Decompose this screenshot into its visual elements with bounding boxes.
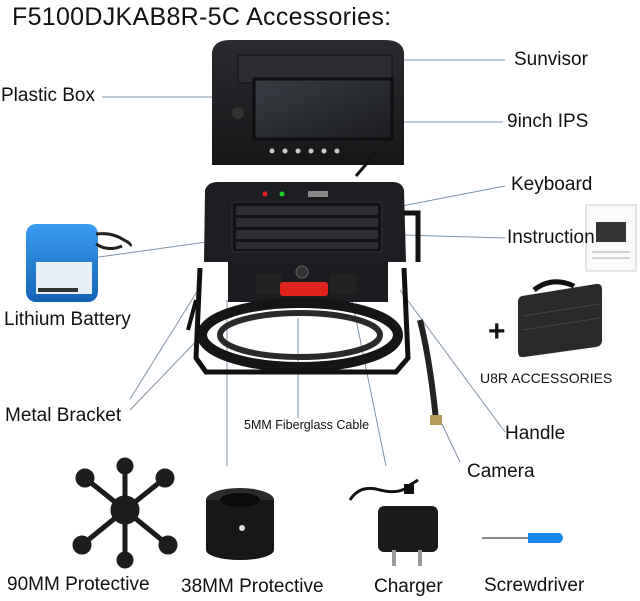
lithium-battery-image xyxy=(26,224,132,302)
instruction-manual-image xyxy=(585,204,637,272)
screwdriver-label: Screwdriver xyxy=(484,575,585,596)
handle-label: Handle xyxy=(505,423,566,444)
ips-screen-label: 9inch IPS xyxy=(507,111,589,132)
protective-90mm-image xyxy=(72,457,178,569)
carry-case-image xyxy=(518,279,602,358)
protective-38mm-image xyxy=(206,488,274,560)
sunvisor-label: Sunvisor xyxy=(514,49,588,70)
charger-image xyxy=(348,478,438,566)
instruction-label: Instruction xyxy=(507,227,595,248)
lid xyxy=(212,40,404,165)
keyboard-label: Keyboard xyxy=(511,174,593,195)
protective-90mm-label: 90MM Protective xyxy=(7,574,150,595)
base xyxy=(186,151,442,425)
screwdriver-image xyxy=(482,533,563,543)
lithium-battery-label: Lithium Battery xyxy=(4,309,131,330)
charger-label: Charger xyxy=(374,576,443,597)
plastic-box-label: Plastic Box xyxy=(1,85,95,106)
u8r-accessories-label: U8R ACCESSORIES xyxy=(480,370,613,386)
page-title: F5100DJKAB8R-5C Accessories: xyxy=(12,3,392,31)
camera-label: Camera xyxy=(467,461,535,482)
protective-38mm-label: 38MM Protective xyxy=(181,576,324,597)
plus-sign: + xyxy=(488,315,506,348)
fiberglass-cable-label: 5MM Fiberglass Cable xyxy=(244,418,370,432)
metal-bracket-label: Metal Bracket xyxy=(5,405,122,426)
